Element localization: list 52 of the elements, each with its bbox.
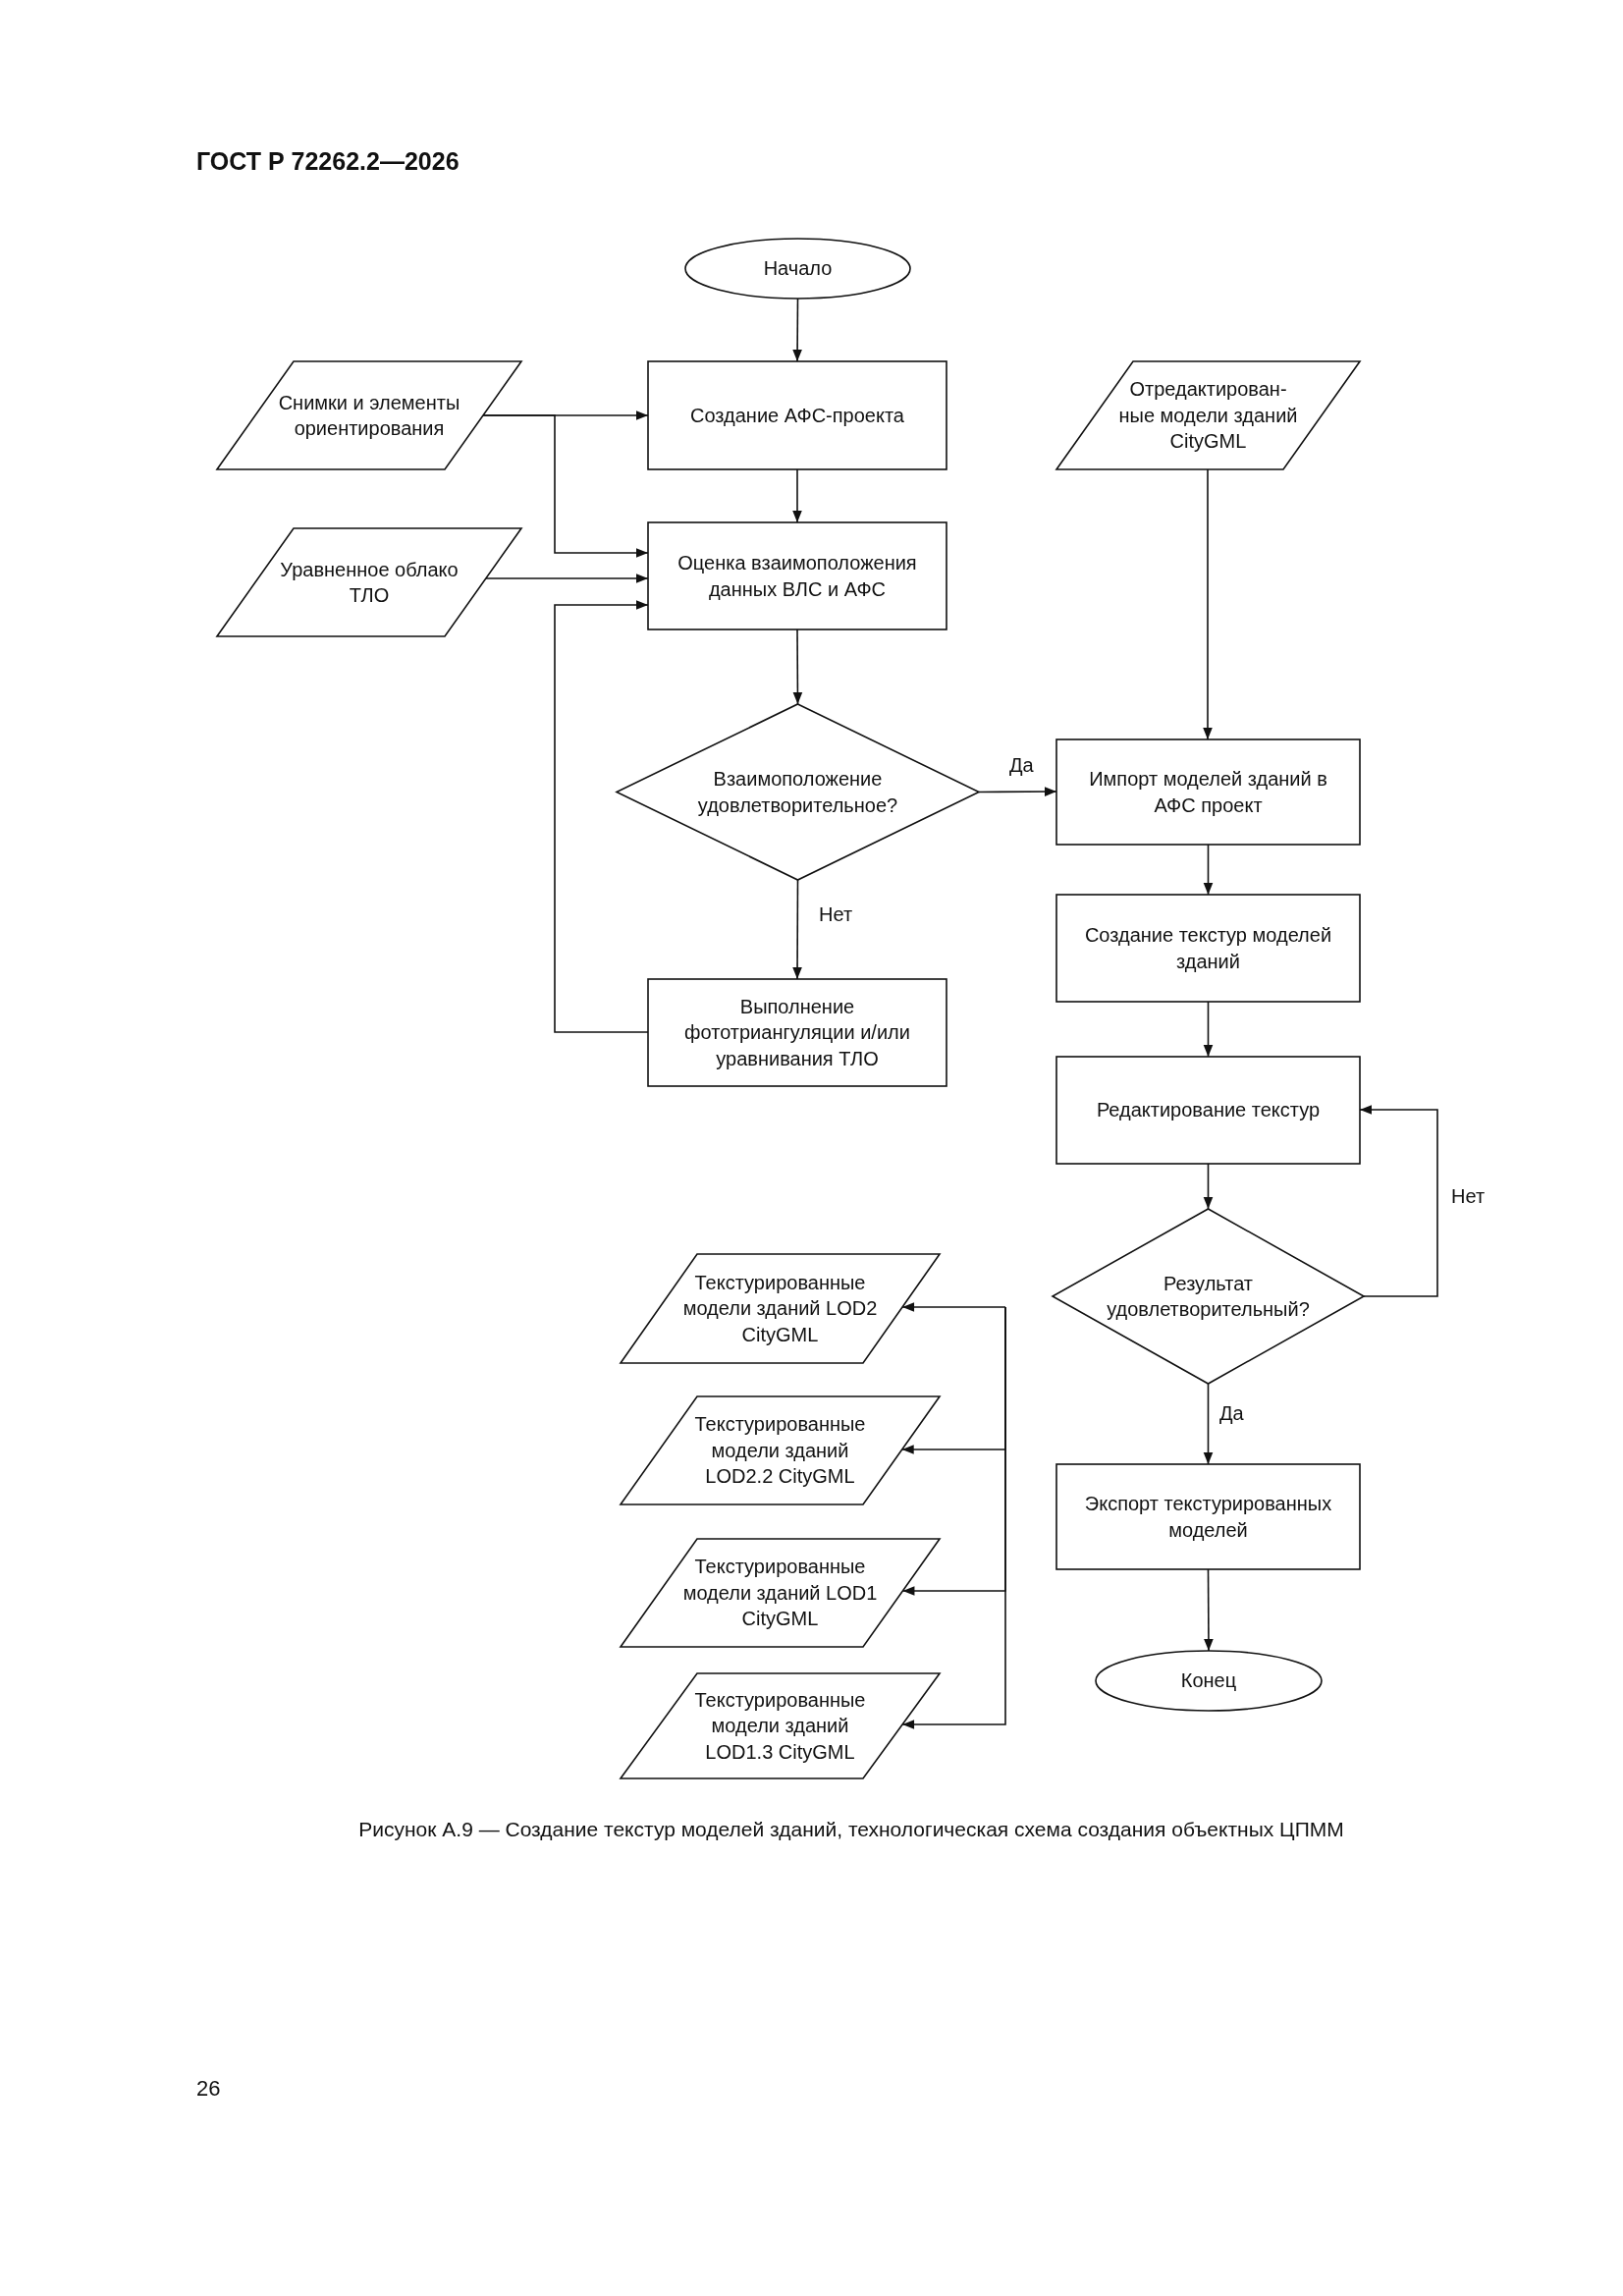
data-parallelogram: [217, 361, 521, 469]
node-text: Начало: [763, 256, 833, 282]
data-parallelogram: [621, 1673, 940, 1778]
node-text: Конец: [1180, 1668, 1237, 1694]
node-text: Текстурированные модели зданий LOD2 CityGML: [681, 1270, 879, 1347]
node-text: Редактирование текстур: [1096, 1098, 1321, 1123]
arrow: [792, 298, 802, 362]
node-text: Создание текстур моделей зданий: [1083, 923, 1333, 974]
node-text: Снимки и элементы ориентирования: [277, 390, 461, 441]
node-text: Создание АФС-проекта: [690, 403, 904, 428]
terminal-ellipse: [685, 239, 910, 299]
arrow: [554, 600, 649, 1033]
arrow: [1203, 1163, 1214, 1210]
node-text: Оценка взаимоположения данных ВЛС и АФС: [676, 551, 918, 602]
arrow: [1204, 1568, 1214, 1652]
arrow: [1203, 844, 1214, 896]
decision-diamond: [1053, 1209, 1364, 1384]
arrow: [1203, 1383, 1214, 1465]
node-text: Текстурированные модели зданий LOD1 CityGML: [681, 1555, 879, 1632]
node-text: Отредактирован- ные модели зданий CityGML: [1117, 377, 1299, 455]
node-text: Взаимоположение удовлетворительное?: [696, 767, 899, 818]
node-text: Текстурированные модели зданий LOD2.2 CityGML: [693, 1412, 867, 1490]
process-box: [1056, 895, 1360, 1002]
data-parallelogram: [217, 528, 521, 636]
arrow: [901, 1306, 1006, 1729]
arrow: [978, 787, 1057, 796]
node-text: Выполнение фототриангуляции и/или уравнивания ТЛО: [683, 994, 911, 1071]
arrow: [1203, 1001, 1214, 1058]
arrow: [792, 629, 803, 705]
arrow: [792, 468, 802, 523]
figure-caption: Рисунок А.9 — Создание текстур моделей зданий, технологическая схема создания объектных ЦПММ: [357, 1818, 1345, 1841]
process-box: [648, 979, 947, 1086]
process-box: [648, 361, 947, 469]
node-text: Экспорт текстурированных моделей: [1083, 1492, 1333, 1543]
process-box: [1056, 1057, 1360, 1164]
data-parallelogram: [621, 1254, 940, 1363]
arrow: [485, 574, 649, 583]
node-text: Уравненное облако ТЛО: [279, 557, 460, 608]
data-parallelogram: [621, 1396, 940, 1504]
arrow: [901, 1302, 1006, 1312]
node-text: Импорт моделей зданий в АФС проект: [1088, 767, 1328, 818]
node-text: Результат удовлетворительный?: [1106, 1271, 1311, 1322]
process-box: [1056, 1464, 1360, 1569]
arrow: [792, 879, 802, 980]
arrow: [1203, 468, 1213, 740]
process-box: [1056, 739, 1360, 845]
terminal-ellipse: [1096, 1651, 1322, 1711]
process-box: [648, 522, 947, 629]
node-text: Текстурированные модели зданий LOD1.3 CityGML: [693, 1687, 867, 1765]
decision-diamond: [617, 704, 979, 880]
data-parallelogram: [1056, 361, 1360, 469]
data-parallelogram: [621, 1539, 940, 1647]
